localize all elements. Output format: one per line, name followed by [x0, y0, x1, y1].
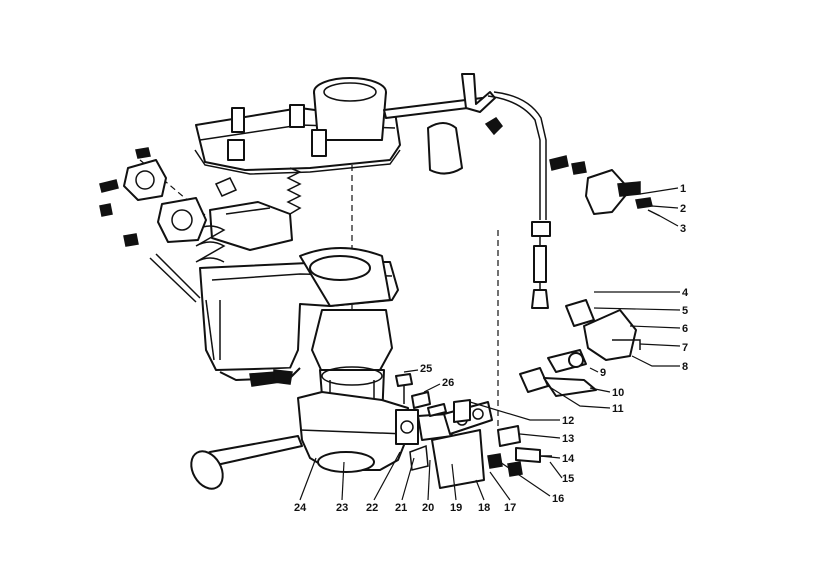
callout-14: 14 [562, 453, 575, 465]
top-cover-gasket [194, 149, 401, 175]
callout-labels: 1 2 3 4 5 6 7 8 9 10 11 12 13 14 15 16 1… [294, 183, 689, 514]
callout-19: 19 [450, 502, 462, 514]
callout-5: 5 [682, 305, 688, 317]
callout-13: 13 [562, 433, 574, 445]
callout-24: 24 [294, 502, 307, 514]
callout-21: 21 [395, 502, 407, 514]
nut [484, 117, 503, 136]
throttle-shaft-assembly [190, 401, 523, 490]
screw-25-26 [395, 373, 431, 409]
callout-25: 25 [420, 363, 432, 375]
callout-16: 16 [552, 493, 564, 505]
callout-17: 17 [504, 502, 516, 514]
callout-12: 12 [562, 415, 574, 427]
bracket-12-13 [453, 399, 521, 447]
callout-10: 10 [612, 387, 624, 399]
callout-2: 2 [680, 203, 686, 215]
left-cover-plate [123, 159, 207, 243]
callout-4: 4 [682, 287, 689, 299]
callout-7: 7 [682, 342, 688, 354]
callout-20: 20 [422, 502, 434, 514]
callout-8: 8 [682, 361, 688, 373]
pump-lever-assembly [519, 155, 661, 397]
leader-lines [299, 187, 681, 501]
callout-3: 3 [680, 223, 686, 235]
callout-23: 23 [336, 502, 348, 514]
float-spring [195, 225, 226, 263]
throttle-body [297, 391, 419, 473]
callout-22: 22 [366, 502, 378, 514]
carburetor-top-cover [195, 77, 485, 171]
callout-15: 15 [562, 473, 574, 485]
float-chamber-cover [209, 201, 293, 251]
needle-valve-spring [286, 167, 302, 215]
callout-9: 9 [600, 367, 606, 379]
drain-plug [249, 369, 293, 387]
throttle-linkage-rod [461, 73, 551, 309]
callout-18: 18 [478, 502, 490, 514]
callout-11: 11 [612, 403, 624, 415]
left-small-parts [99, 147, 238, 303]
small-gasket [427, 122, 463, 175]
idle-screw-14-15 [515, 447, 552, 463]
callout-6: 6 [682, 323, 688, 335]
callout-26: 26 [442, 377, 454, 389]
callout-1: 1 [680, 183, 686, 195]
